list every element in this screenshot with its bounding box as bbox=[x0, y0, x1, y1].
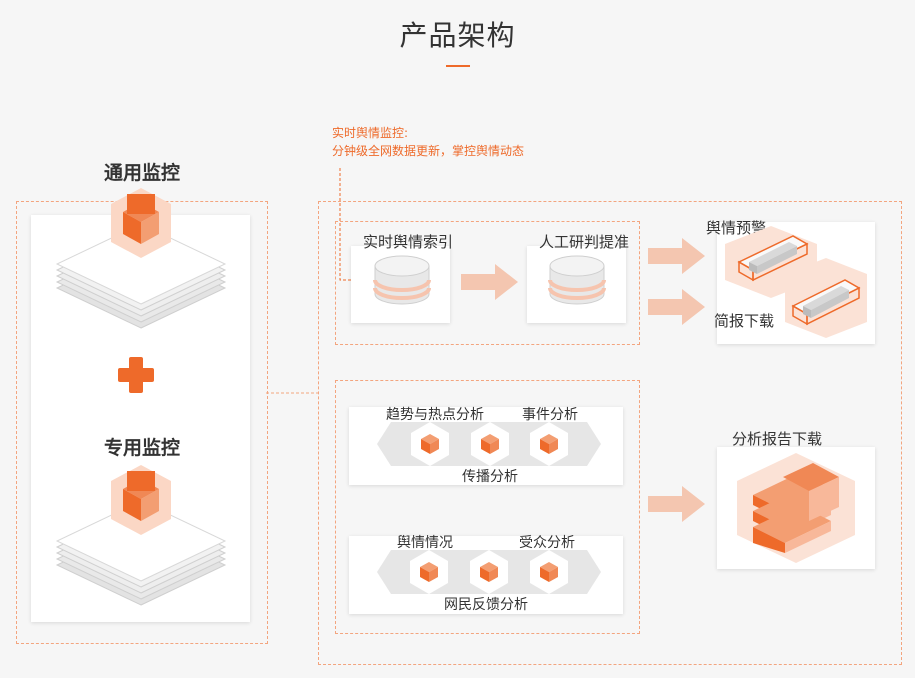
arrow-right-icon bbox=[648, 486, 705, 522]
database-icon bbox=[548, 255, 606, 305]
arrow-right-icon bbox=[648, 238, 705, 274]
report-download-label: 分析报告下载 bbox=[732, 430, 823, 448]
title-underline bbox=[446, 65, 470, 67]
callout-line-2: 分钟级全网数据更新，掌控舆情动态 bbox=[332, 144, 525, 158]
briefing-label: 简报下载 bbox=[714, 312, 775, 330]
review-label: 人工研判提准 bbox=[539, 233, 630, 251]
plus-icon bbox=[118, 357, 154, 393]
right-dashed-frame bbox=[318, 201, 902, 665]
search-label: 实时舆情索引 bbox=[363, 233, 454, 251]
general-monitor-stack-icon bbox=[55, 188, 227, 329]
top-flow-frame bbox=[335, 221, 640, 345]
cube-hex-icon bbox=[411, 422, 449, 466]
analysis-frame bbox=[335, 380, 640, 634]
cube-hex-icon bbox=[530, 422, 568, 466]
sentiment-status-label: 舆情情况 bbox=[397, 535, 453, 551]
report-layers-icon bbox=[737, 453, 855, 563]
arrow-right-icon bbox=[648, 289, 705, 325]
event-analysis-label: 事件分析 bbox=[522, 407, 578, 423]
alert-box-icon bbox=[725, 226, 867, 338]
cube-hex-icon bbox=[530, 550, 568, 594]
panel-connector bbox=[266, 392, 318, 394]
cube-hex-icon bbox=[471, 422, 509, 466]
propagation-analysis-label: 传播分析 bbox=[462, 469, 518, 485]
trend-hotspot-label: 趋势与热点分析 bbox=[386, 407, 484, 423]
netizen-feedback-label: 网民反馈分析 bbox=[444, 597, 528, 613]
alert-label: 舆情预警 bbox=[706, 219, 767, 237]
general-monitor-label: 通用监控 bbox=[104, 162, 181, 184]
audience-analysis-label: 受众分析 bbox=[519, 535, 575, 551]
special-monitor-label: 专用监控 bbox=[104, 437, 181, 459]
cube-hex-icon bbox=[470, 550, 508, 594]
callout-leader bbox=[339, 168, 358, 281]
page-title: 产品架构 bbox=[399, 19, 516, 52]
special-monitor-stack-icon bbox=[55, 465, 227, 606]
arrow-right-icon bbox=[461, 264, 518, 300]
cube-hex-icon bbox=[410, 550, 448, 594]
callout-line-1: 实时舆情监控: bbox=[332, 126, 409, 140]
database-icon bbox=[373, 255, 431, 305]
